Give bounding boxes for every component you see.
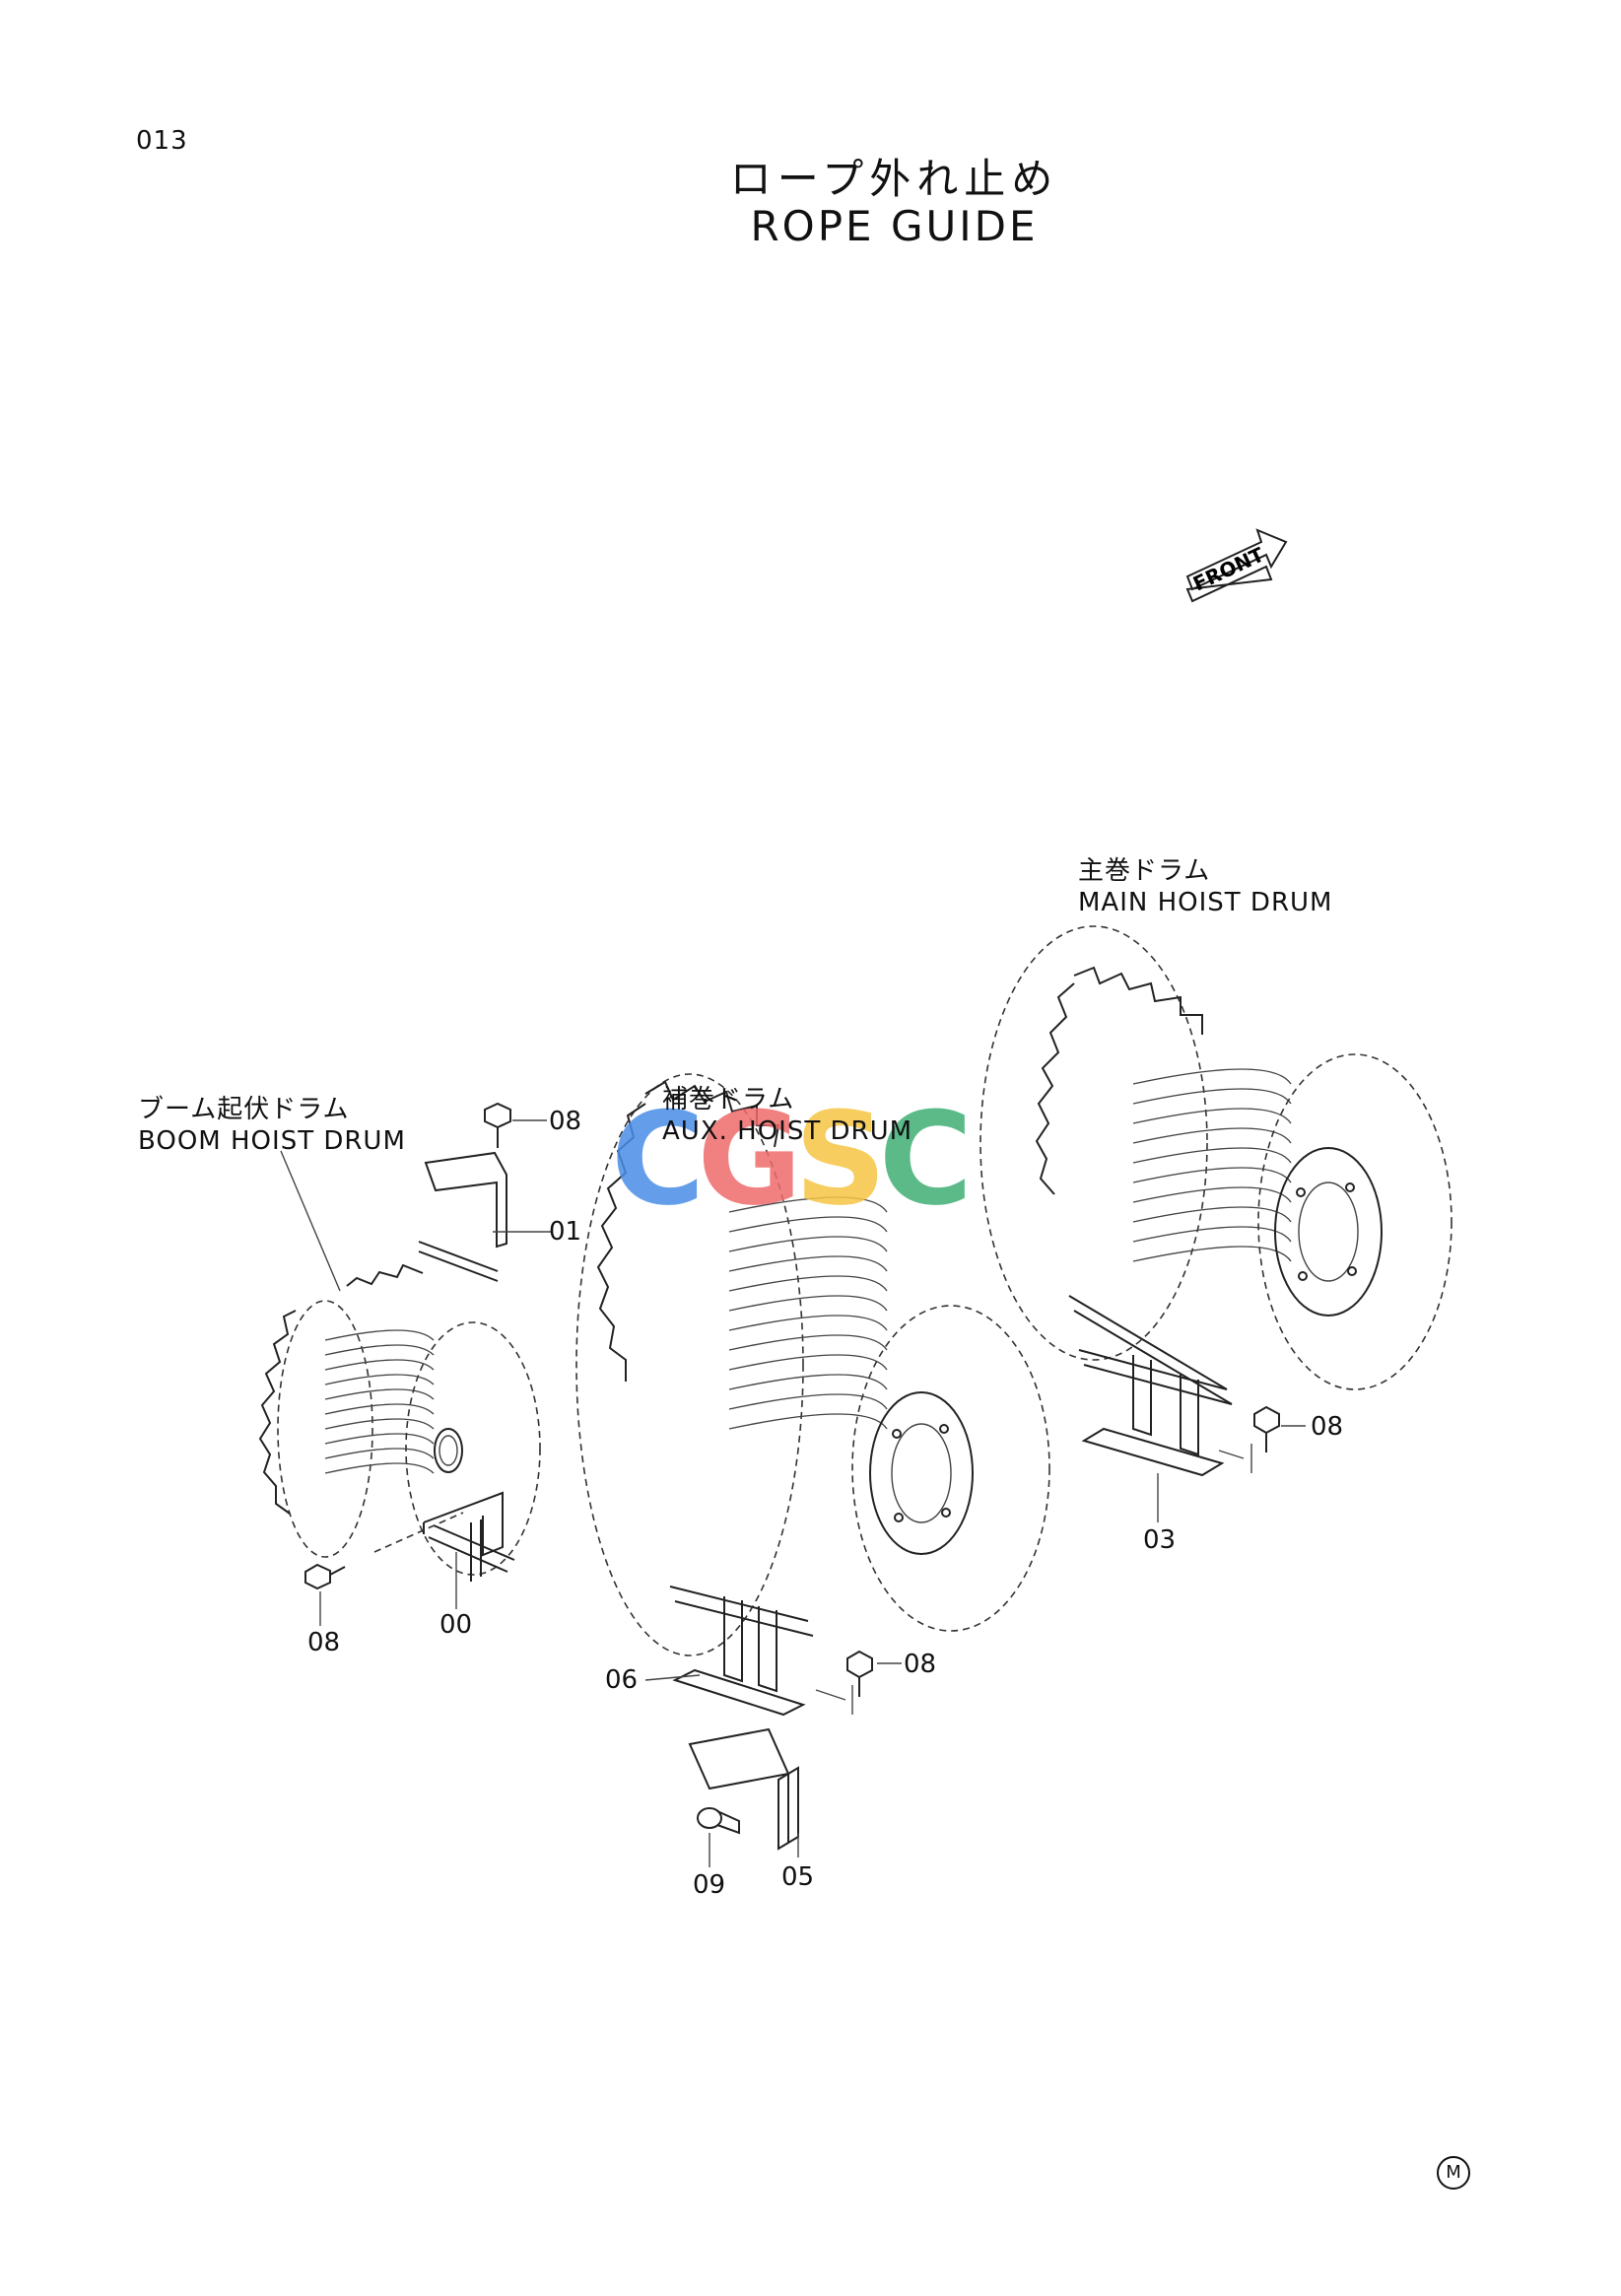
aux-drum-label-en: AUX. HOIST DRUM bbox=[662, 1116, 913, 1146]
boom-drum-label-en: BOOM HOIST DRUM bbox=[138, 1126, 406, 1156]
page-number: 013 bbox=[136, 126, 188, 156]
callout-08-top: 08 bbox=[549, 1107, 582, 1136]
bolt-icon bbox=[304, 1563, 346, 1590]
aux-drum-label: 補巻ドラム AUX. HOIST DRUM bbox=[662, 1084, 912, 1147]
title-english: ROPE GUIDE bbox=[750, 202, 1039, 250]
callout-09: 09 bbox=[693, 1870, 726, 1900]
front-arrow-label: FRONT bbox=[1189, 542, 1268, 595]
bolt-icon bbox=[1253, 1405, 1280, 1452]
callout-06: 06 bbox=[605, 1665, 639, 1695]
bolt-icon bbox=[697, 1807, 740, 1835]
front-arrow-icon: FRONT bbox=[1185, 528, 1288, 603]
boom-hoist-drum bbox=[258, 1102, 552, 1626]
callout-01: 01 bbox=[549, 1217, 582, 1247]
aux-hoist-drum bbox=[575, 1073, 1050, 1867]
callout-05: 05 bbox=[781, 1862, 815, 1892]
watermark-letter: G bbox=[697, 1084, 802, 1234]
bolt-icon bbox=[484, 1102, 511, 1148]
bolt-icon bbox=[846, 1650, 873, 1697]
callout-08-right: 08 bbox=[1311, 1412, 1344, 1442]
callout-08-mid: 08 bbox=[904, 1650, 937, 1679]
callout-08-left: 08 bbox=[307, 1628, 341, 1657]
main-drum-label-en: MAIN HOIST DRUM bbox=[1078, 888, 1333, 917]
watermark-letter: S bbox=[794, 1084, 887, 1234]
main-drum-label-jp: 主巻ドラム bbox=[1078, 856, 1211, 886]
aux-drum-label-jp: 補巻ドラム bbox=[662, 1085, 795, 1114]
callout-00: 00 bbox=[439, 1610, 473, 1640]
boom-drum-label-jp: ブーム起伏ドラム bbox=[138, 1095, 350, 1124]
watermark-letter: C bbox=[611, 1084, 705, 1234]
callout-03: 03 bbox=[1143, 1525, 1177, 1555]
watermark: CGSC bbox=[611, 1084, 973, 1234]
corner-mark-icon: M bbox=[1437, 2156, 1470, 2190]
main-hoist-drum bbox=[979, 925, 1452, 1522]
boom-drum-label: ブーム起伏ドラム BOOM HOIST DRUM bbox=[138, 1094, 406, 1157]
main-drum-label: 主巻ドラム MAIN HOIST DRUM bbox=[1078, 855, 1332, 918]
title-japanese: ロープ外れ止め bbox=[729, 155, 1059, 203]
watermark-letter: C bbox=[878, 1084, 973, 1234]
